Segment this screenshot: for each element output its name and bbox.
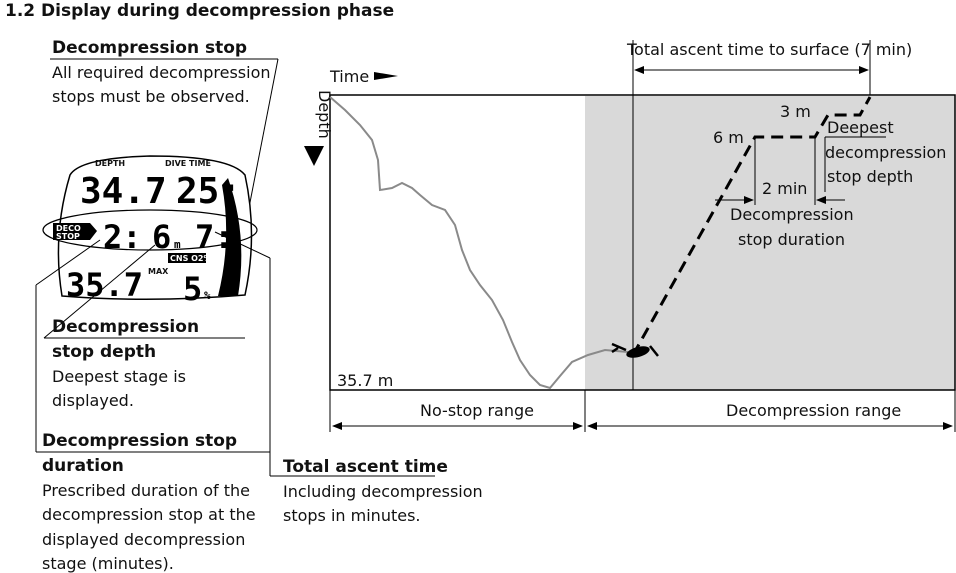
- callout-text: Deepest stage is: [52, 367, 186, 386]
- max-depth-value: 35.7: [66, 266, 143, 304]
- stop-duration-label: stop duration: [738, 230, 845, 249]
- stop-duration-value: 2:: [103, 218, 142, 256]
- time-arrow-icon: [374, 72, 398, 80]
- callout-decompression-stop: Decompression stop All required decompre…: [50, 38, 279, 229]
- dive-computer-display: DEPTH DIVE TIME 34.7 25: DECO STOP 2: 6 …: [42, 155, 258, 308]
- callout-text: displayed.: [52, 391, 134, 410]
- depth-value: 34.7: [80, 171, 167, 212]
- page-title: 1.2 Display during decompression phase: [5, 1, 394, 21]
- cns-unit: %: [204, 289, 211, 302]
- deco-stop-badge: [53, 223, 97, 240]
- max-depth-label: 35.7 m: [337, 371, 393, 390]
- callout-text: decompression stop at the: [42, 505, 256, 524]
- dive-profile-line: [329, 96, 629, 390]
- time-axis-label: Time: [329, 67, 369, 86]
- decompression-range-label: Decompression range: [726, 401, 901, 420]
- max-label: MAX: [148, 267, 169, 276]
- callout-stop-duration: Decompression stop duration Prescribed d…: [35, 239, 270, 573]
- stop-depth-unit: m: [174, 238, 181, 251]
- depth-label: DEPTH: [95, 159, 125, 168]
- diver-icon: [611, 342, 659, 358]
- dive-profile-chart: Time Depth Total ascent time to surface …: [304, 40, 956, 391]
- dive-time-label: DIVE TIME: [165, 159, 211, 168]
- badge-text: STOP: [56, 232, 80, 241]
- callout-heading: Total ascent time: [283, 457, 448, 477]
- callout-heading: duration: [42, 456, 124, 476]
- stop-6m-label: 6 m: [713, 128, 744, 147]
- callout-text: All required decompression: [52, 63, 271, 82]
- callout-heading: Decompression: [52, 317, 199, 337]
- ascent-rate-bar: [218, 178, 242, 296]
- range-bar: No-stop range Decompression range: [329, 390, 956, 432]
- cns-label: CNS O2%: [170, 254, 212, 263]
- ascent-path: [631, 96, 872, 356]
- decompression-zone: [585, 96, 955, 390]
- total-ascent-label: Total ascent time to surface (7 min): [626, 40, 912, 59]
- stop-duration-label: Decompression: [730, 205, 854, 224]
- stop-duration-value: 2 min: [762, 179, 807, 198]
- depth-axis-label: Depth: [315, 90, 334, 139]
- callout-heading: Decompression stop: [42, 431, 237, 451]
- callout-text: stops must be observed.: [52, 87, 250, 106]
- callout-total-ascent: Total ascent time Including decompressio…: [214, 231, 483, 525]
- deepest-stop-label: Deepest: [827, 118, 894, 137]
- deepest-stop-label: stop depth: [827, 167, 913, 186]
- callout-heading: stop depth: [52, 342, 156, 362]
- callout-text: displayed decompression: [42, 530, 245, 549]
- callout-stop-depth: Decompression stop depth Deepest stage i…: [43, 244, 245, 410]
- cns-value: 5: [183, 270, 202, 308]
- dive-time-value: 25:: [176, 171, 241, 212]
- badge-text: DECO: [56, 224, 81, 233]
- callout-text: Including decompression: [283, 482, 483, 501]
- stop-depth-value: 6: [152, 218, 171, 256]
- callout-text: stops in minutes.: [283, 506, 421, 525]
- callout-text: stage (minutes).: [42, 554, 174, 573]
- total-ascent-value: 7:: [195, 218, 234, 256]
- callout-text: Prescribed duration of the: [42, 481, 250, 500]
- deepest-stop-label: decompression: [825, 143, 946, 162]
- depth-arrow-icon: [304, 146, 324, 166]
- stop-3m-label: 3 m: [780, 102, 811, 121]
- callout-heading: Decompression stop: [52, 38, 247, 58]
- no-stop-range-label: No-stop range: [420, 401, 534, 420]
